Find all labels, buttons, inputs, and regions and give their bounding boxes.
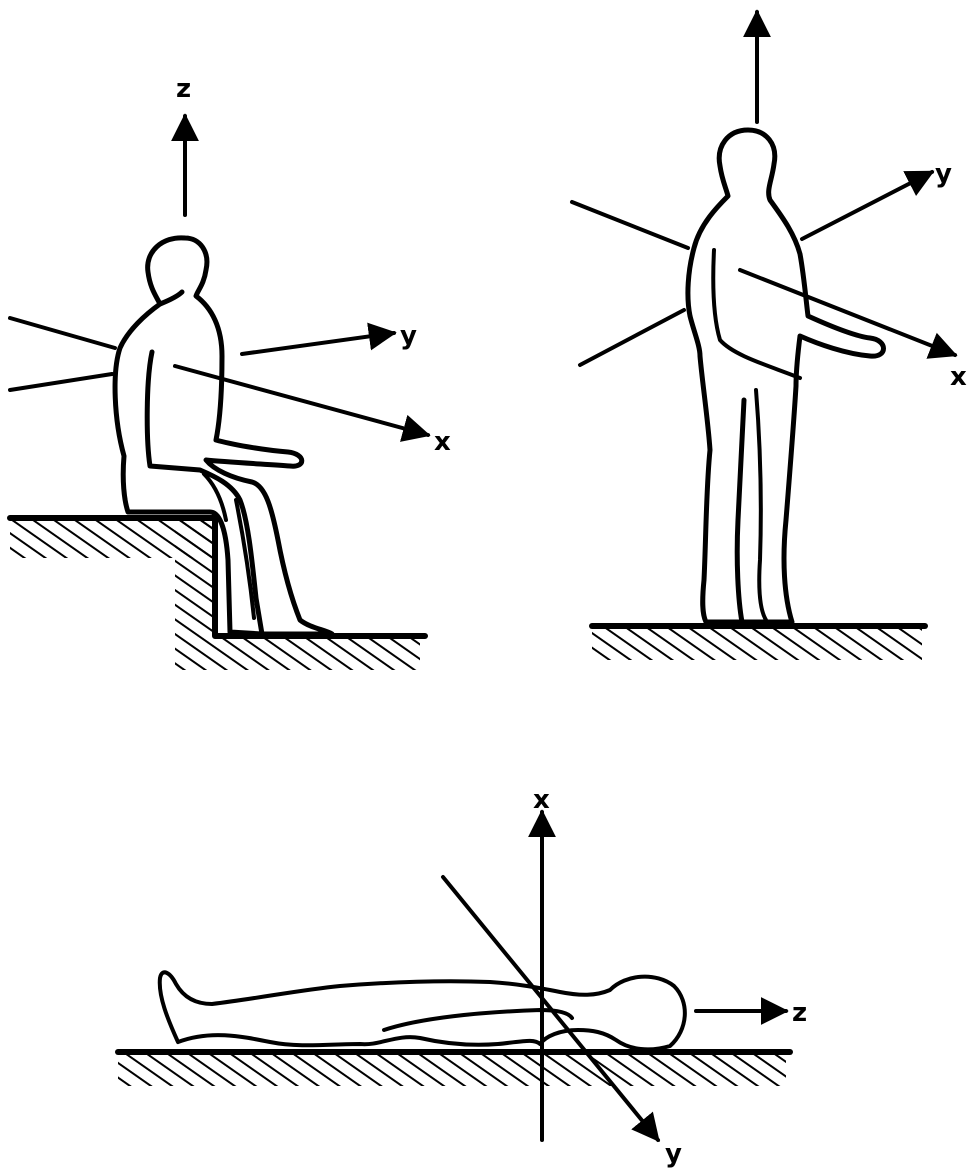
seated-panel: z y x <box>10 74 451 670</box>
seated-x-axis: x <box>10 318 451 457</box>
standing-person-figure <box>688 130 884 622</box>
recumbent-z-label: z <box>792 998 807 1028</box>
seated-y-axis: y <box>10 321 417 390</box>
recumbent-x-axis: x <box>533 785 550 1140</box>
seated-x-label: x <box>434 427 451 457</box>
recumbent-z-axis: z <box>696 998 807 1028</box>
seated-z-axis: z <box>176 74 191 215</box>
standing-y-axis: y <box>580 159 952 365</box>
recumbent-y-label: y <box>665 1139 682 1169</box>
lying-person-figure <box>160 972 685 1049</box>
seated-z-label: z <box>176 74 191 104</box>
seated-person-figure <box>115 238 332 634</box>
seated-y-label: y <box>400 321 417 351</box>
standing-x-label: x <box>950 362 967 392</box>
recumbent-panel: x z y <box>118 785 807 1169</box>
recumbent-x-label: x <box>533 785 550 815</box>
step-ground <box>10 518 425 670</box>
bed-ground <box>118 1052 790 1086</box>
standing-y-label: y <box>935 159 952 189</box>
standing-panel: y x <box>572 12 967 660</box>
recumbent-y-axis: y <box>443 877 682 1169</box>
standing-x-axis: x <box>572 202 967 392</box>
standing-ground <box>592 626 925 660</box>
